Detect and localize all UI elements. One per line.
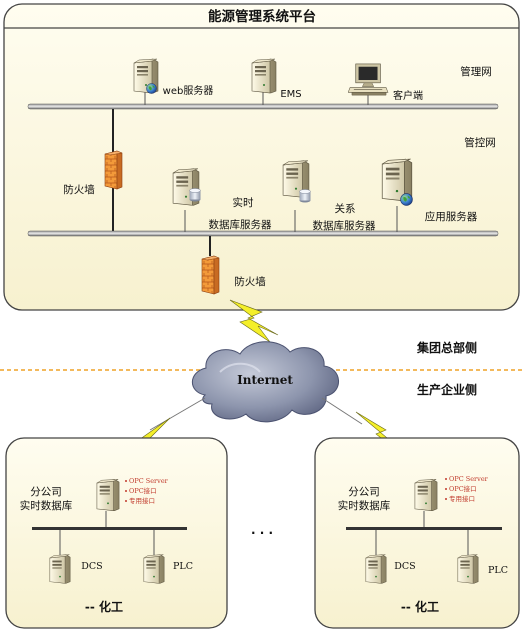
branch-right-plc-icon [457, 554, 479, 584]
page-title: 能源管理系统平台 [208, 8, 316, 25]
branch-left-dcs-label: DCS [81, 561, 102, 572]
branch-right-bus [346, 527, 502, 530]
branch-left-opc-2: OPC接口 [129, 486, 157, 495]
control-network-label: 管控网 [464, 136, 496, 149]
hq-panel [3, 3, 520, 311]
rt-db-cylinder-icon [189, 188, 201, 202]
branch-right-opc-3: 专用接口 [449, 494, 475, 503]
branch-right-dcs-icon [365, 554, 387, 584]
production-side-label: 生产企业侧 [417, 382, 477, 397]
branch-left-opc-3: 专用接口 [129, 496, 155, 505]
ems-server-icon [251, 58, 277, 94]
branch-left-bus [32, 527, 187, 530]
firewall-bottom-icon [201, 255, 220, 295]
branch-right-dcs-label: DCS [394, 561, 415, 572]
branch-left-name: -- 化工 [85, 599, 123, 614]
branch-right-opc-2: OPC接口 [449, 484, 477, 493]
branch-left-plc-label: PLC [173, 561, 193, 572]
branch-right-opc-1: OPC Server [449, 475, 489, 483]
internet-cloud-icon [191, 341, 339, 423]
management-network-label: 管理网 [460, 65, 492, 78]
branch-left-plc-icon [143, 554, 165, 584]
branch-left-dcs-icon [49, 554, 71, 584]
branch-right-plc-label: PLC [488, 565, 508, 576]
rel-db-label-line2: 数据库服务器 [313, 219, 376, 232]
rel-db-label-line1: 关系 [335, 202, 356, 215]
branch-right-name: -- 化工 [401, 599, 439, 614]
app-globe-icon [400, 193, 413, 206]
firewall-bottom-label: 防火墙 [234, 275, 266, 288]
app-server-label: 应用服务器 [425, 210, 478, 223]
web-globe-icon [146, 83, 157, 94]
firewall-left-label: 防火墙 [63, 183, 95, 196]
web-server-label: web服务器 [163, 84, 214, 97]
branch-left-db-label-line2: 实时数据库 [20, 499, 73, 512]
control-network-bus [27, 230, 499, 237]
branch-left-opc-1: OPC Server [129, 477, 169, 485]
rt-db-label-line1: 实时 [233, 196, 254, 209]
ems-label: EMS [280, 89, 301, 100]
branch-left-db-server-icon [96, 478, 120, 512]
client-label: 客户端 [393, 89, 423, 102]
internet-label: Internet [237, 373, 293, 387]
branch-right-db-label-line1: 分公司 [348, 486, 380, 498]
branch-right-db-server-icon [414, 478, 438, 512]
rel-db-cylinder-icon [299, 189, 311, 203]
rt-db-label-line2: 数据库服务器 [209, 218, 272, 231]
link-cloud-right [321, 397, 363, 425]
group-side-label: 集团总部侧 [416, 340, 477, 355]
lightning-hq-internet [229, 299, 279, 343]
branch-left-db-label-line1: 分公司 [30, 486, 62, 498]
branch-right-db-label-line2: 实时数据库 [338, 499, 391, 512]
link-cloud-left [149, 397, 206, 431]
firewall-left-icon [104, 150, 123, 190]
more-branches-ellipsis: · · · [251, 526, 273, 540]
